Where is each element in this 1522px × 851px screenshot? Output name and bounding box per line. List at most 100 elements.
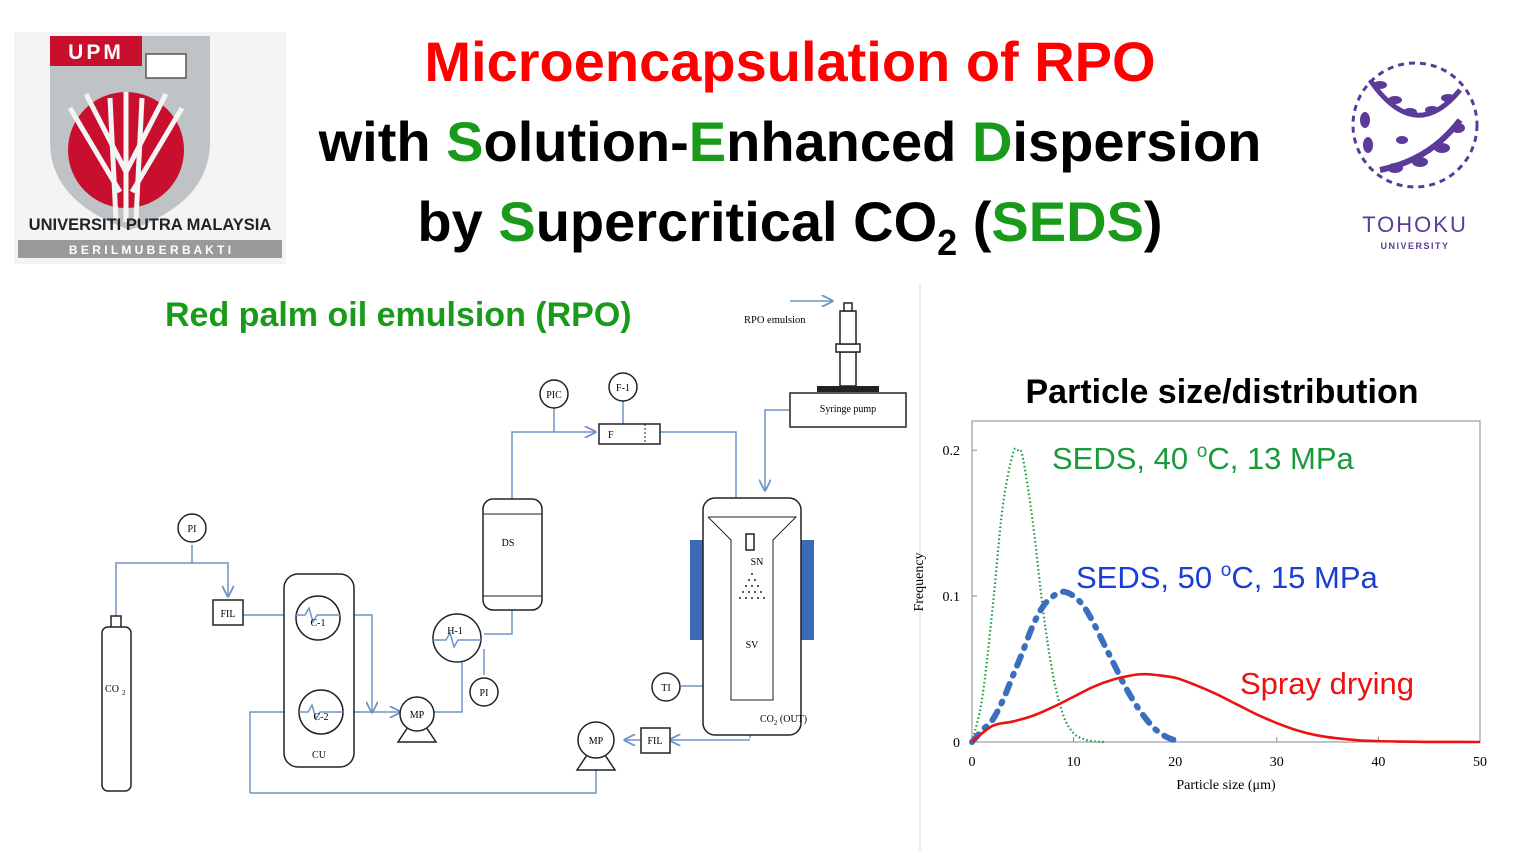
cu-label: CU [312, 750, 327, 761]
series-label-spray-drying: Spray drying [1240, 666, 1414, 701]
syringe-pump-label: Syringe pump [820, 404, 876, 415]
co2-label-sub: 2 [122, 689, 126, 697]
tohoku-leaves [1360, 81, 1465, 173]
upm-badge [50, 36, 142, 66]
x-tick-label: 40 [1371, 755, 1385, 770]
spray-mist-icon [739, 573, 765, 599]
title-word: ) [1143, 190, 1163, 253]
plot-area-frame [971, 420, 1481, 743]
fil1-label: FIL [221, 609, 236, 620]
x-tick-label: 10 [1067, 755, 1081, 770]
upm-badge-text: UPM [68, 41, 124, 64]
tohoku-ring [1351, 61, 1479, 189]
x-tick-label: 30 [1270, 755, 1284, 770]
sn-label: SN [751, 557, 764, 568]
ti-label: TI [661, 683, 670, 694]
surge-drum-ds [482, 498, 543, 611]
title-word: ( [957, 190, 992, 253]
title-initial-d: D [971, 110, 1013, 173]
co2-label: CO [105, 684, 119, 695]
x-axis-label: Particle size (μm) [1176, 778, 1276, 793]
f-label: F [608, 430, 614, 441]
tohoku-logo: TOHOKU UNIVERSITY [1351, 61, 1479, 251]
syringe-base [817, 386, 879, 392]
tohoku-name: TOHOKU [1362, 212, 1468, 237]
title-line-3: by Supercritical CO2 (SEDS) [210, 190, 1370, 275]
filter-1 [212, 599, 244, 626]
pi-mid-label: PI [480, 688, 489, 699]
syringe-pump [789, 392, 907, 428]
upm-name: UNIVERSITI PUTRA MALAYSIA [29, 216, 272, 234]
title-line-2: with Solution-Enhanced Dispersion [210, 110, 1370, 174]
mp1-label: MP [410, 710, 425, 721]
tohoku-sub: UNIVERSITY [1380, 241, 1449, 251]
series-label-seds-50: SEDS, 50 oC, 15 MPa [1076, 560, 1379, 595]
temperature-indicator-gauge [651, 672, 681, 702]
diagram-heading: Red palm oil emulsion (RPO) [165, 296, 632, 334]
h1-label: H-1 [447, 626, 463, 637]
upm-motto: B E R I L M U B E R B A K T I [69, 243, 231, 257]
title-word: by [417, 190, 499, 253]
filter-2 [640, 727, 671, 754]
series-line-3 [971, 672, 1481, 744]
mp2-label: MP [589, 736, 604, 747]
title-word: nhanced [726, 110, 972, 173]
co2-out-label: CO2 (OUT) [760, 714, 807, 727]
chart-series [969, 447, 1481, 745]
rpo-emulsion-label: RPO emulsion [744, 315, 806, 326]
title-initial-e: E [688, 110, 727, 173]
fil2-label: FIL [648, 736, 663, 747]
title-seds: SEDS [991, 190, 1144, 253]
heating-jacket-right [801, 540, 814, 640]
chart-heading: Particle size/distribution [1026, 373, 1419, 411]
pump-1: MP [396, 696, 438, 743]
pic-label: PIC [546, 390, 562, 401]
upm-leaf-lines [67, 92, 185, 222]
x-tick-label: 50 [1473, 755, 1487, 770]
title-line-1: Microencapsulation of RPO [424, 30, 1156, 93]
cooler-c1 [295, 595, 341, 641]
pressure-indicator-gauge [469, 677, 499, 707]
spray-nozzle-icon [745, 533, 755, 551]
title-word: olution- [483, 110, 689, 173]
c2-label: C-2 [314, 712, 329, 723]
title-word: upercritical CO [535, 190, 938, 253]
series-label-seds-40: SEDS, 40 oC, 13 MPa [1052, 441, 1355, 476]
title-word: with [318, 110, 447, 173]
y-tick-label: 0 [953, 736, 960, 751]
heater-h1 [432, 613, 482, 663]
book-icon [145, 53, 187, 79]
co2-cylinder: CO 2 [101, 615, 132, 792]
title-initial-s: S [498, 190, 536, 253]
upm-motto-bar [18, 240, 282, 258]
spray-vessel-sv [702, 497, 802, 736]
pressure-indicator-gauge [177, 513, 207, 543]
pressure-controller-gauge [539, 379, 569, 409]
pi-top-label: PI [188, 524, 197, 535]
title-initial-s: S [446, 110, 484, 173]
upm-logo: UPM UNIVERSITI PUTRA MALAYSIA B E R I L … [14, 32, 286, 264]
sv-label: SV [746, 640, 760, 651]
c1-label: C-1 [311, 618, 326, 629]
syringe-icon [835, 302, 861, 387]
pump-2: MP [575, 721, 617, 771]
coil-icon [296, 606, 340, 624]
title-word: ispersion [1012, 110, 1262, 173]
ds-label: DS [502, 538, 515, 549]
coil-icon [433, 631, 481, 649]
x-tick-label: 0 [969, 755, 976, 770]
title-subscript: 2 [937, 222, 958, 263]
coil-icon [299, 703, 343, 721]
vessel-liner [707, 516, 798, 701]
flow-indicator-gauge [608, 372, 638, 402]
y-tick-label: 0.2 [943, 444, 961, 459]
y-tick-label: 0.1 [943, 590, 961, 605]
heating-jacket-left [690, 540, 703, 640]
f1-label: F-1 [616, 383, 630, 394]
series-line-1 [970, 447, 1105, 744]
series-line-2 [969, 588, 1179, 745]
y-axis-label: Frequency [912, 552, 927, 611]
